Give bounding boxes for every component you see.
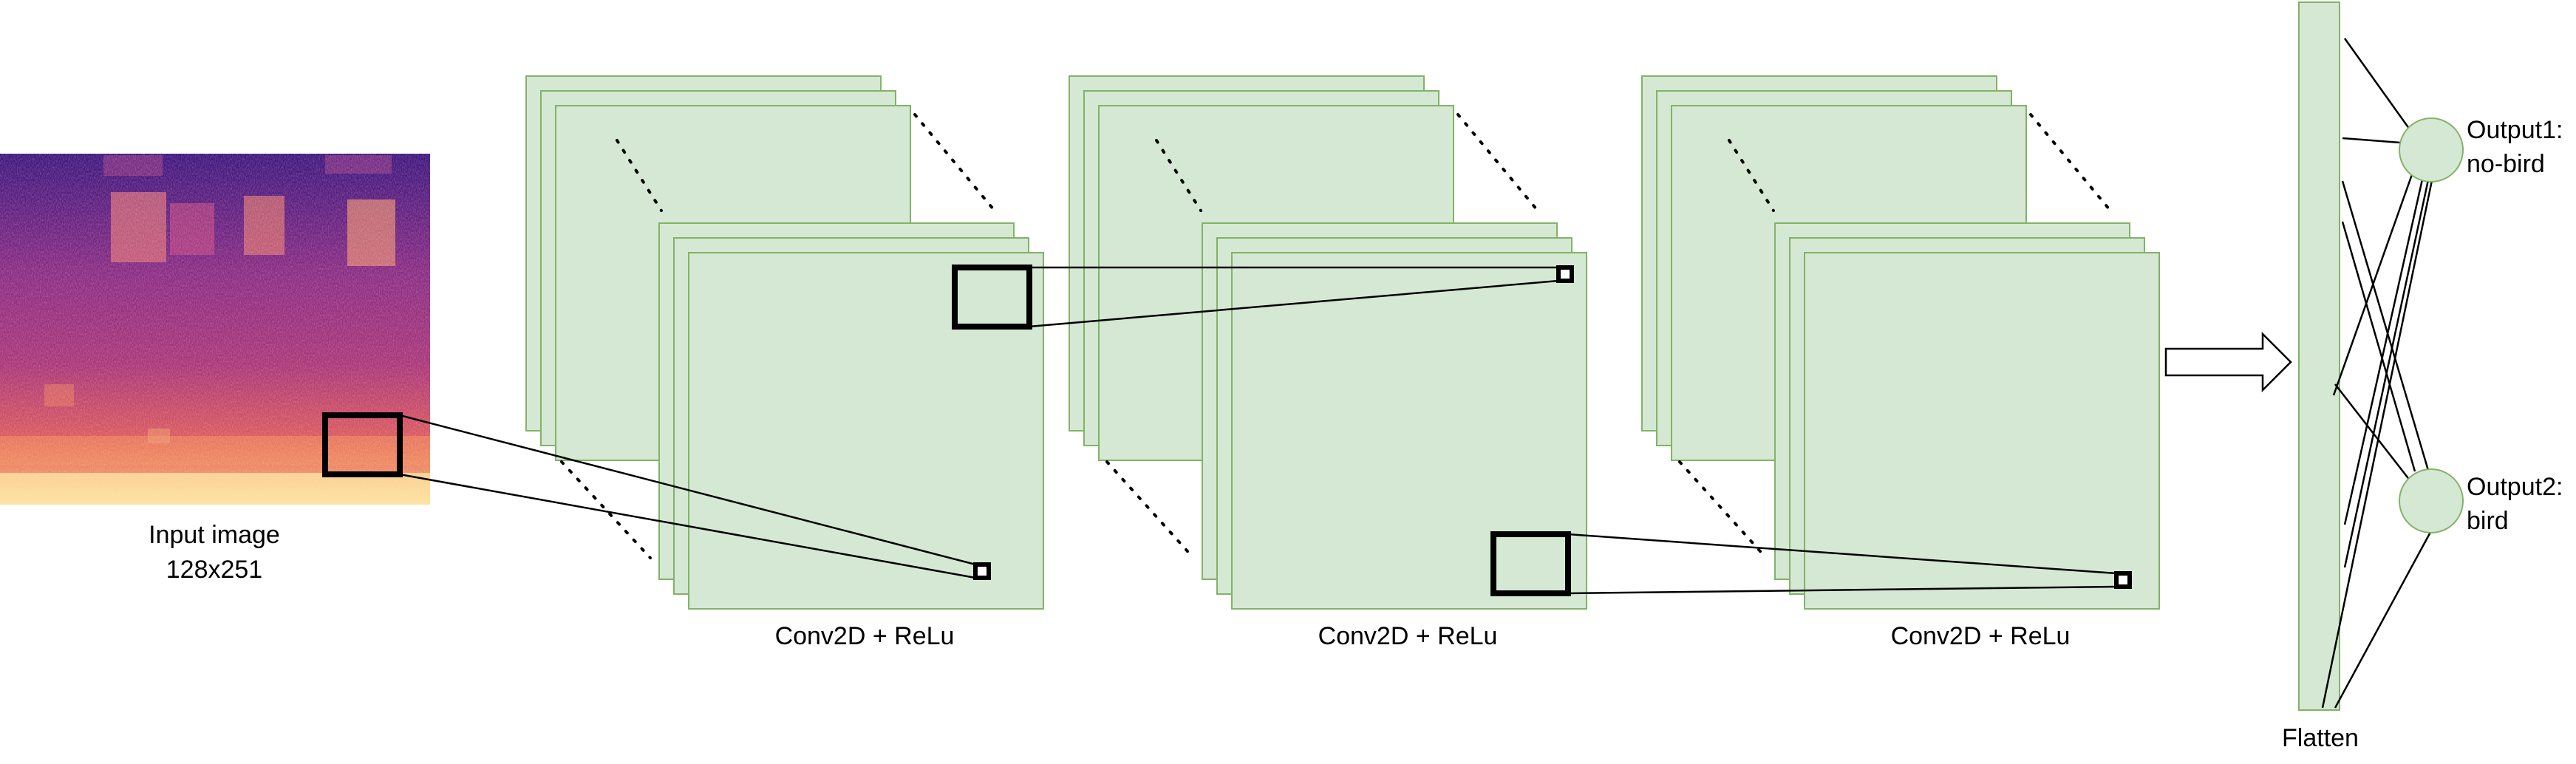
perspective-dots bbox=[560, 460, 652, 559]
output-node-1 bbox=[2399, 117, 2464, 183]
feature-map-front bbox=[688, 252, 1044, 610]
flatten-layer bbox=[2298, 1, 2340, 711]
perspective-dots bbox=[616, 139, 663, 212]
conv-block-3 bbox=[1641, 75, 2160, 610]
flatten-arrow bbox=[2164, 331, 2292, 393]
output-2-label-line1: Output2: bbox=[2467, 473, 2563, 501]
perspective-dots bbox=[2029, 113, 2115, 216]
receptive-field-window bbox=[952, 265, 1032, 330]
input-spectrogram bbox=[0, 154, 430, 505]
dense-connections bbox=[2321, 38, 2440, 709]
conv-block-2 bbox=[1069, 75, 1587, 610]
receptive-field-lines bbox=[399, 266, 2117, 595]
perspective-dots bbox=[913, 113, 999, 216]
input-receptive-field bbox=[322, 412, 403, 477]
feature-point bbox=[1556, 265, 1574, 283]
receptive-field-window bbox=[1490, 531, 1571, 596]
perspective-dots bbox=[1728, 139, 1775, 212]
perspective-dots bbox=[1678, 460, 1768, 559]
output-1-label-line1: Output1: bbox=[2467, 116, 2563, 144]
perspective-dots bbox=[1105, 460, 1195, 559]
conv-block-1-label: Conv2D + ReLu bbox=[775, 622, 955, 650]
conv-block-3-label: Conv2D + ReLu bbox=[1891, 622, 2071, 650]
conv-block-1 bbox=[525, 75, 1044, 610]
flatten-label: Flatten bbox=[2282, 724, 2359, 752]
input-label-line2: 128x251 bbox=[166, 556, 262, 584]
feature-point bbox=[973, 562, 991, 580]
feature-map-front bbox=[1231, 252, 1587, 610]
feature-point bbox=[2114, 571, 2132, 589]
feature-map-front bbox=[1804, 252, 2160, 610]
perspective-dots bbox=[1456, 113, 1542, 216]
output-node-2 bbox=[2399, 468, 2464, 533]
conv-block-2-label: Conv2D + ReLu bbox=[1318, 622, 1498, 650]
input-label-line1: Input image bbox=[149, 521, 280, 549]
output-1-label-line2: no-bird bbox=[2467, 150, 2545, 178]
output-2-label-line2: bird bbox=[2467, 507, 2509, 535]
perspective-dots bbox=[1155, 139, 1202, 212]
